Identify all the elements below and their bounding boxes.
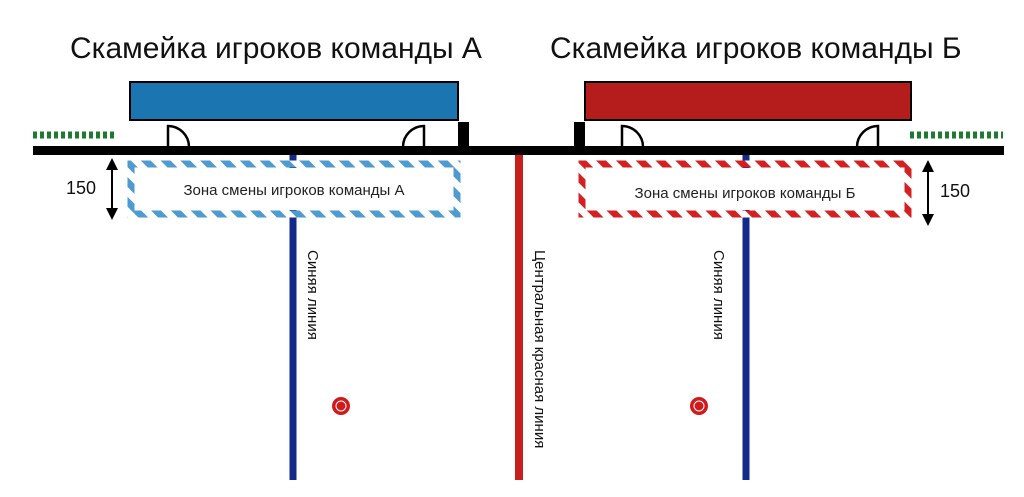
- faceoff-dot-right: [690, 397, 708, 415]
- blue-line-label-left: Синяя линия: [304, 250, 321, 340]
- sub-zone-a: [127, 160, 461, 218]
- center-line-label: Центральная красная линия: [531, 250, 548, 448]
- dimension-label-left: 150: [66, 178, 96, 198]
- sub-zone-a-label: Зона смены игроков команды А: [183, 182, 404, 199]
- faceoff-dot-left: [332, 397, 350, 415]
- sub-zone-b: [578, 160, 912, 218]
- door-a-right: [401, 124, 426, 148]
- door-b-left: [620, 124, 645, 148]
- door-a-left: [166, 124, 191, 148]
- bench-a-end-post: [458, 122, 469, 150]
- sub-zone-a-inner: [135, 168, 453, 210]
- bench-b: [584, 81, 912, 121]
- door-b-right: [855, 124, 880, 148]
- blue-line-label-right: Синяя линия: [710, 250, 727, 340]
- dimension-label-right: 150: [940, 181, 970, 201]
- bench-b-end-post: [574, 122, 585, 150]
- bench-b-title: Скамейка игроков команды Б: [550, 32, 962, 65]
- bench-a: [129, 81, 459, 121]
- board-line: [33, 146, 1004, 155]
- sub-zone-b-label: Зона смены игроков команды Б: [635, 185, 856, 202]
- bench-a-title: Скамейка игроков команды А: [70, 32, 482, 65]
- sub-zone-b-inner: [586, 168, 904, 210]
